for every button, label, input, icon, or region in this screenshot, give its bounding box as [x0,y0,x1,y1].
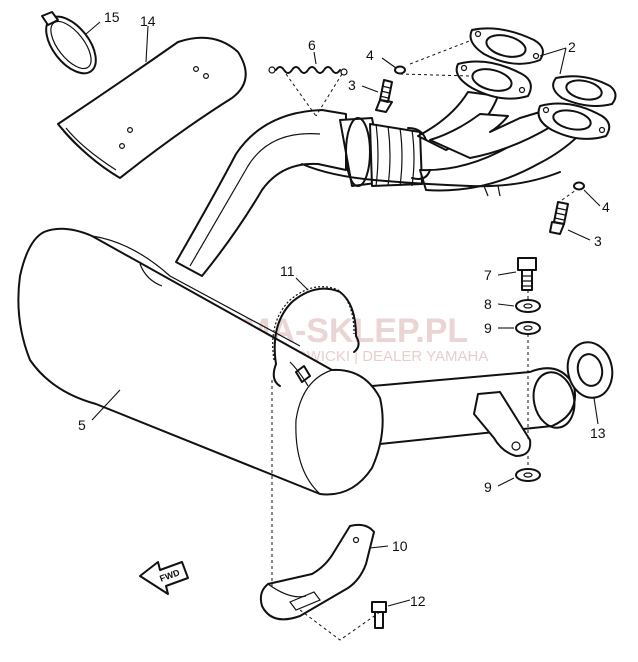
callout-14: 14 [140,13,156,29]
bolt-12-part [371,601,387,629]
callout-10: 10 [392,538,408,554]
callout-15: 15 [104,9,120,25]
bolt-upper-part [375,79,393,113]
washer-lower-part [573,181,585,191]
manifold-flange-part [455,27,617,140]
callouts: 15 14 6 4 3 2 4 3 7 11 8 9 5 13 9 10 12 [78,9,610,609]
assembly-lines [271,39,577,641]
washer-8-part [515,299,541,313]
callout-9-upper: 9 [484,320,492,336]
tail-gasket-part [566,341,614,399]
muffler-part [17,227,576,496]
leader-lines [85,21,601,607]
callout-4-upper: 4 [366,47,374,63]
callout-3-lower: 3 [594,233,602,249]
washer-9a-part [515,321,541,335]
flange-middle [455,60,532,100]
callout-2: 2 [568,39,576,55]
heat-shield-part [57,36,247,179]
flange-right [552,75,617,107]
hanger-spring-part [272,286,360,387]
callout-12: 12 [410,593,426,609]
callout-9-lower: 9 [484,479,492,495]
callout-11: 11 [280,263,295,279]
bolt-lower-part [549,201,569,235]
callout-13: 13 [590,425,606,441]
washer-9b-part [515,468,541,482]
forward-direction-marker: FWD [139,561,189,595]
lower-bracket-part [259,523,375,621]
exhaust-header-pipe [175,91,587,277]
flange-top [469,27,544,65]
callout-3-upper: 3 [348,77,356,93]
bolt-7-part [517,257,537,291]
callout-6: 6 [308,37,316,53]
clamp-band-part [41,11,97,75]
muffler-bracket [473,391,532,457]
spring-part [268,66,348,76]
callout-8: 8 [484,296,492,312]
callout-5: 5 [78,417,86,433]
flange-bottom [537,102,611,140]
washer-upper-part [394,65,406,75]
callout-7: 7 [484,267,492,283]
callout-4-lower: 4 [602,199,610,215]
